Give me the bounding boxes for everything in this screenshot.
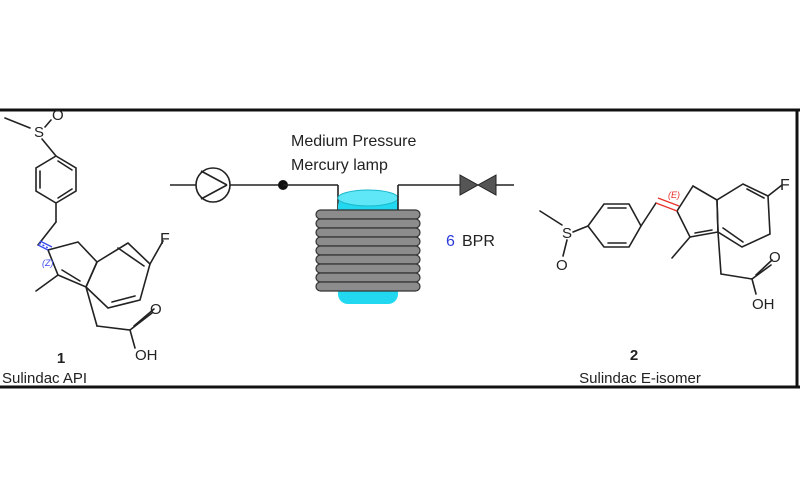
compound-2-name: Sulindac E-isomer — [579, 370, 701, 387]
reactor-inlet-tubing — [283, 184, 339, 210]
lamp-label-line-2: Mercury lamp — [291, 157, 388, 174]
bpr-step-number: 6 — [446, 233, 455, 250]
compound-1-s-atom: S — [34, 124, 44, 141]
reactor-coil — [315, 209, 421, 292]
z-double-bond — [37, 240, 53, 251]
compound-2-structure — [539, 183, 783, 295]
compound-2-number: 2 — [630, 347, 638, 364]
back-pressure-regulator-icon — [459, 174, 497, 196]
lamp-label-line-1: Medium Pressure — [291, 133, 416, 150]
compound-1-carbonyl-o-atom: O — [150, 301, 162, 318]
compound-2-carbonyl-o-atom: O — [769, 249, 781, 266]
compound-1-name: Sulindac API — [2, 370, 87, 387]
e-double-bond — [655, 197, 680, 212]
scheme-frame — [0, 108, 800, 389]
pump-icon — [170, 167, 280, 203]
compound-1-o-atom: O — [52, 107, 64, 124]
compound-2-oh-group: OH — [752, 296, 775, 313]
compound-2-f-atom: F — [780, 177, 790, 194]
compound-2-s-atom: S — [562, 225, 572, 242]
compound-1-number: 1 — [57, 350, 65, 367]
compound-1-oh-group: OH — [135, 347, 158, 364]
bpr-label: BPR — [462, 233, 495, 250]
compound-1-f-atom: F — [160, 231, 170, 248]
reactor-outlet-tubing — [397, 184, 514, 210]
compound-2-stereo-label: (E) — [668, 190, 680, 200]
compound-1-stereo-label: (Z) — [42, 258, 54, 268]
compound-2-o-atom: O — [556, 257, 568, 274]
compound-1-structure — [4, 117, 164, 349]
